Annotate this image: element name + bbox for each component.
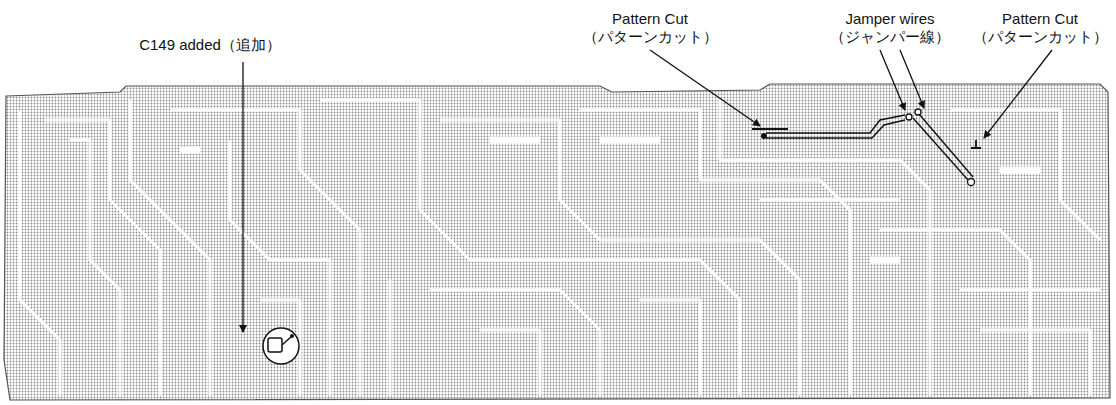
callout-label: Pattern Cut（パターンカット）: [970, 10, 1110, 46]
cut-mark: [971, 140, 981, 148]
leader-line: [880, 50, 905, 110]
leader-line: [900, 50, 924, 108]
pcb-gaps: [180, 140, 1040, 260]
callout-label: C149 added（追加）: [139, 36, 281, 54]
cut-mark: [752, 128, 788, 130]
callout-label: Pattern Cut（パターンカット）: [580, 10, 720, 46]
highlight-circle: [263, 328, 299, 364]
leader-line: [650, 50, 760, 126]
jumper-wire: [766, 114, 973, 180]
leader-line: [242, 62, 243, 332]
pcb-board: [4, 84, 1110, 400]
leader-line: [984, 50, 1052, 138]
capacitor-lead: [282, 336, 292, 345]
pcb-traces: [20, 100, 1100, 395]
capacitor-symbol: [268, 338, 282, 352]
callout-label: Jamper wires（ジャンパー線）: [825, 10, 955, 46]
